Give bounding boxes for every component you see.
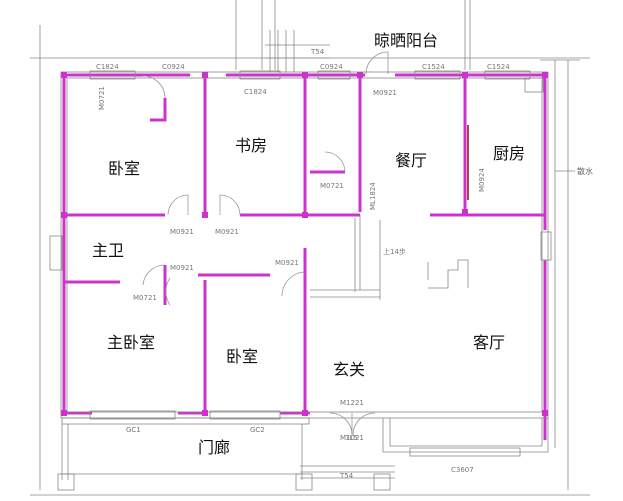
door-label-ml1824: ML1824 — [369, 182, 377, 210]
window-label-gc1: GC1 — [126, 426, 141, 434]
door-swings — [142, 75, 376, 436]
drain-label: 散水 — [577, 166, 593, 176]
room-label-living: 客厅 — [473, 333, 505, 352]
window-label-c1524-a: C1524 — [422, 63, 445, 71]
door-label-m1021: M1021 — [340, 434, 364, 442]
stair-up-label: 上14步 — [383, 247, 406, 256]
columns — [61, 72, 548, 416]
window-label-c1824-a: C1824 — [96, 63, 119, 71]
room-label-bedroom-s: 卧室 — [226, 347, 258, 366]
window-label-c3607: C3607 — [451, 466, 474, 474]
door-label-m0921-e: M0921 — [373, 89, 397, 97]
door-label-m0921-c: M0921 — [170, 264, 194, 272]
room-label-study: 书房 — [235, 136, 267, 155]
door-label-m0921-a: M0921 — [170, 228, 194, 236]
balcony-steps — [265, 30, 389, 75]
room-label-foyer: 玄关 — [333, 360, 365, 379]
windows — [49, 70, 552, 457]
door-label-m0921-d: M0921 — [275, 259, 299, 267]
walls — [62, 73, 547, 440]
window-label-c0924-a: C0924 — [162, 63, 185, 71]
stair-symbol — [427, 259, 469, 289]
room-label-master-bedroom: 主卧室 — [107, 333, 155, 352]
porch — [57, 417, 395, 491]
window-label-c0924-b: C0924 — [320, 63, 343, 71]
door-label-m1221: M1221 — [340, 399, 364, 407]
step-count-label: 7L5 — [345, 434, 358, 442]
window-label-c1824-b: C1824 — [244, 88, 267, 96]
room-label-master-bath: 主卫 — [92, 241, 124, 260]
door-label-m0721-b: M0721 — [320, 182, 344, 190]
door-label-m0924: M0924 — [478, 168, 486, 192]
room-label-bedroom-nw: 卧室 — [108, 159, 140, 178]
room-label-kitchen: 厨房 — [493, 144, 525, 163]
room-label-balcony: 晾晒阳台 — [374, 31, 438, 50]
step-label-t54-bottom: T54 — [339, 472, 354, 480]
room-label-porch: 门廊 — [198, 438, 230, 457]
door-label-m0721-a: M0721 — [98, 86, 106, 110]
door-label-m0921-b: M0921 — [215, 228, 239, 236]
window-label-c1524-b: C1524 — [487, 63, 510, 71]
step-label-t54-top: T54 — [310, 48, 325, 56]
window-label-gc2: GC2 — [250, 426, 265, 434]
room-label-dining: 餐厅 — [395, 151, 427, 170]
door-label-m0721-c: M0721 — [133, 294, 157, 302]
